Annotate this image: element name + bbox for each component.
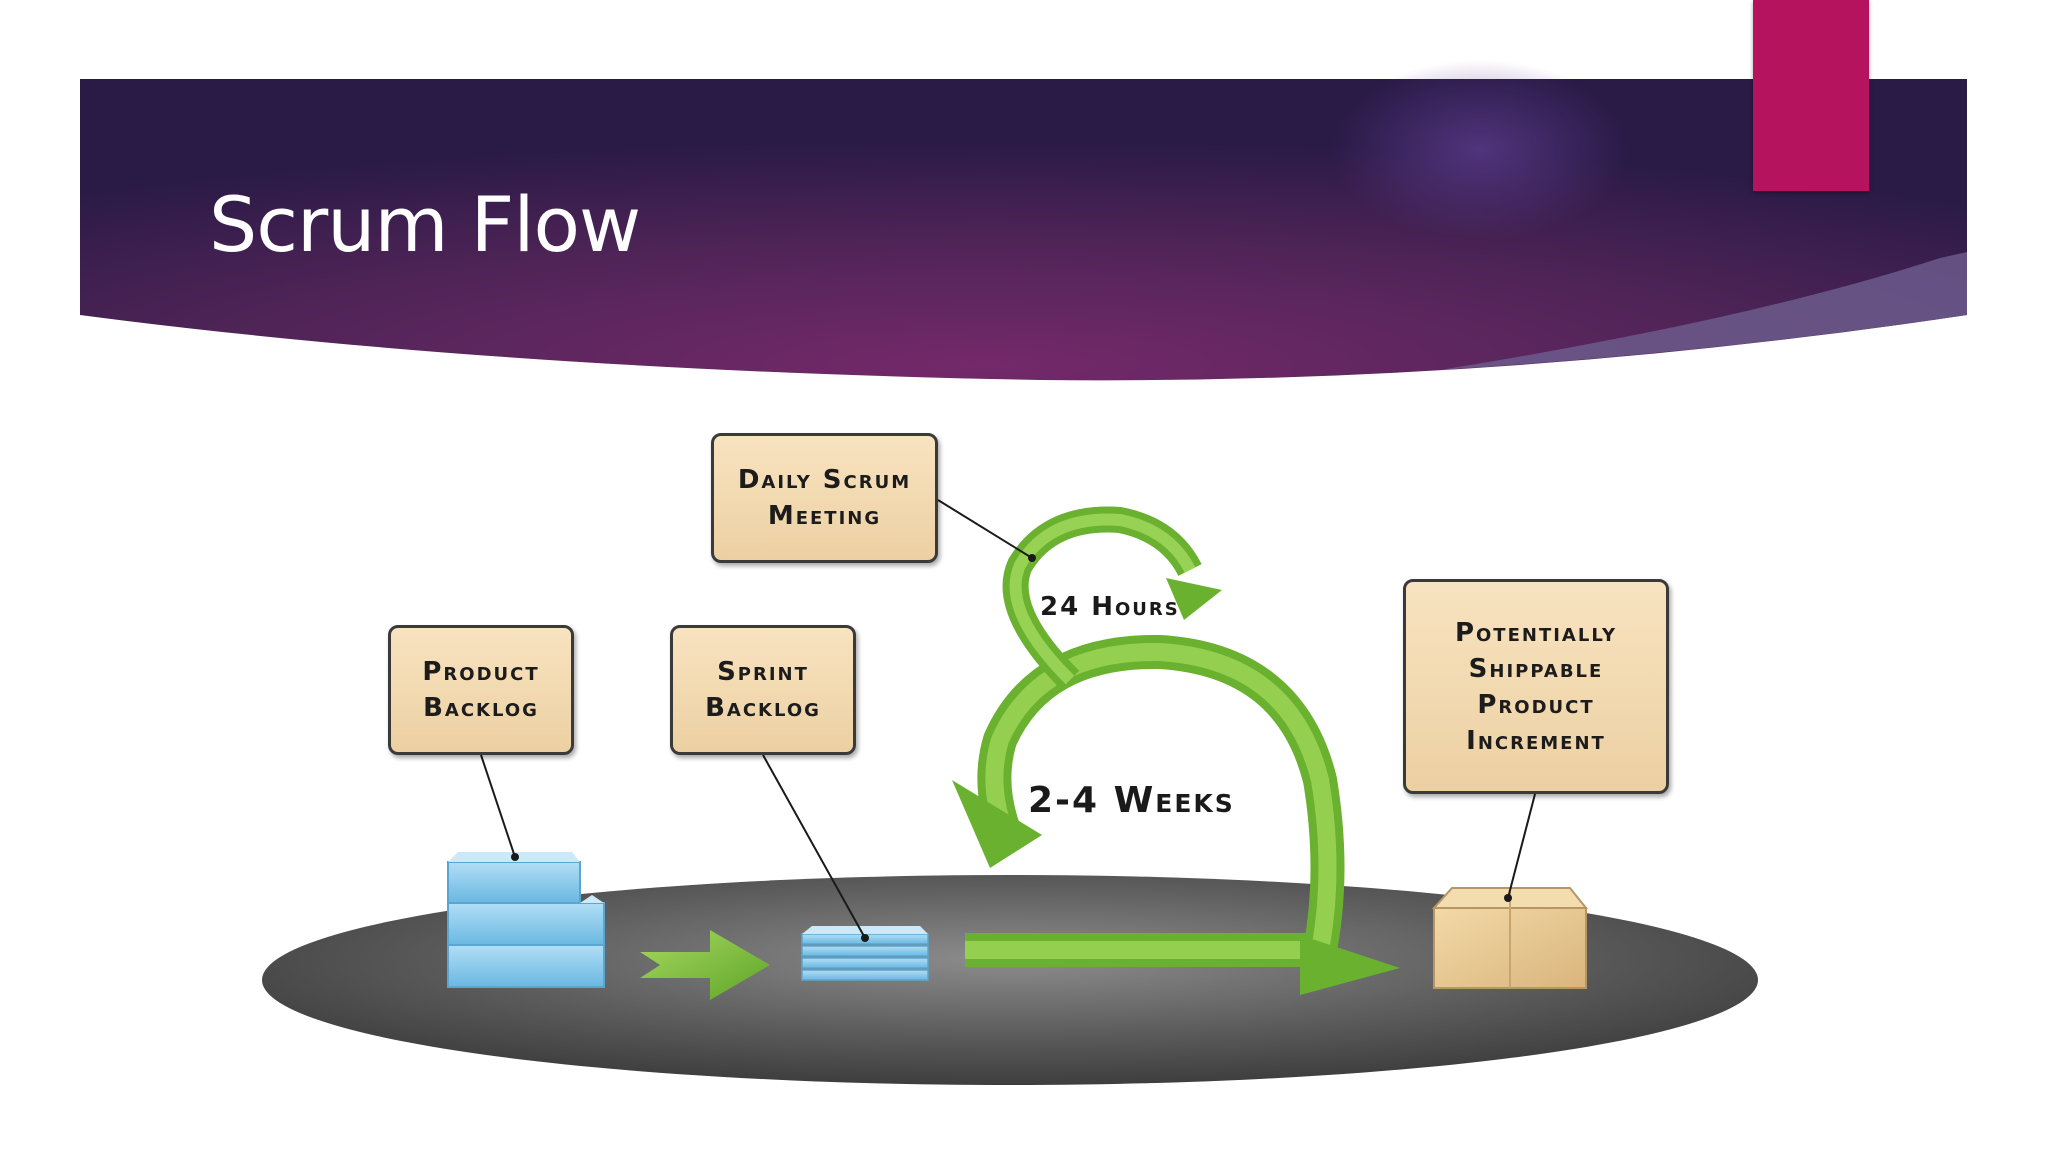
product-backlog-box: Product Backlog (388, 625, 574, 755)
increment-box: Potentially Shippable Product Increment (1403, 579, 1669, 794)
connector-lines (480, 499, 1536, 939)
stacked-blocks-icon (447, 852, 605, 988)
shipping-box-icon (1431, 887, 1589, 989)
connector-dots (511, 554, 1512, 942)
header-wave (1440, 252, 1967, 370)
flow-arrow-1 (640, 930, 770, 1000)
cycle-24-hours-label: 24 Hours (1040, 592, 1180, 622)
loop-arrow-icon (952, 506, 1400, 995)
slide-title: Scrum Flow (209, 180, 641, 269)
floor-platform (262, 875, 1758, 1085)
accent-tab (1753, 0, 1869, 191)
daily-scrum-box: Daily Scrum Meeting (711, 433, 938, 563)
header-banner (80, 60, 1967, 381)
cycle-2-4-weeks-label: 2-4 Weeks (1028, 780, 1235, 821)
sprint-backlog-box: Sprint Backlog (670, 625, 856, 755)
